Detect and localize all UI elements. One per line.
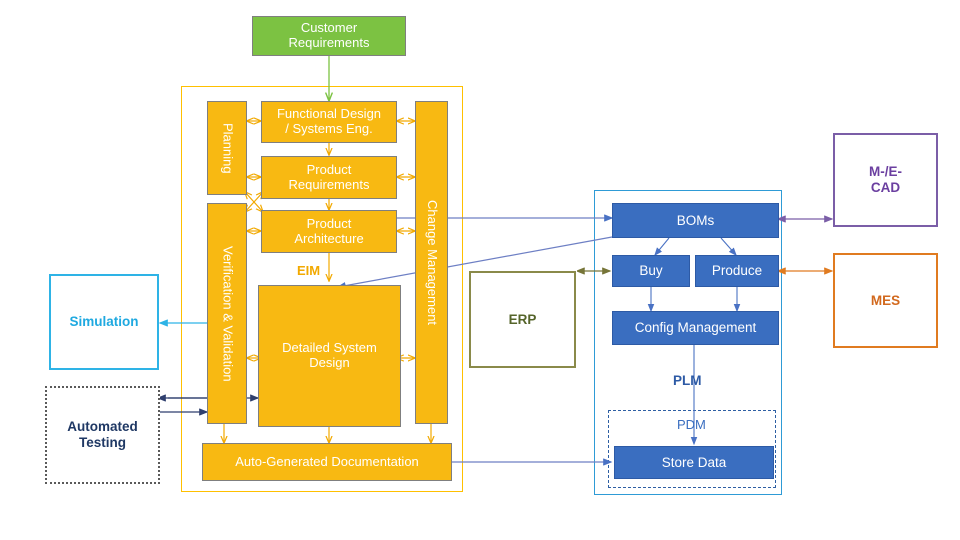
auto-generated-documentation-label: Auto-Generated Documentation (235, 453, 419, 469)
pdm-group-label: PDM (677, 417, 706, 432)
plm-group-label: PLM (673, 373, 702, 388)
node-verification-validation[interactable]: Verification & Validation (207, 203, 247, 424)
eim-container-frame (181, 86, 463, 492)
eim-label-text: EIM (297, 263, 321, 278)
change-management-label: Change Management (424, 199, 440, 326)
node-mcad-ecad[interactable]: M-/E- CAD (833, 133, 938, 227)
node-product-architecture[interactable]: Product Architecture (261, 210, 397, 253)
detailed-system-design-label-line1: Detailed System (282, 340, 377, 356)
node-config-management[interactable]: Config Management (612, 311, 779, 345)
product-requirements-label-line1: Product (306, 161, 352, 177)
functional-design-label-line1: Functional Design (276, 106, 382, 122)
node-functional-design[interactable]: Functional Design / Systems Eng. (261, 101, 397, 143)
node-planning[interactable]: Planning (207, 101, 247, 195)
node-boms[interactable]: BOMs (612, 203, 779, 238)
node-mes[interactable]: MES (833, 253, 938, 348)
node-customer-requirements[interactable]: Customer Requirements (252, 16, 406, 56)
boms-label: BOMs (676, 212, 715, 228)
node-erp[interactable]: ERP (469, 271, 576, 368)
product-requirements-label-line2: Requirements (288, 176, 370, 192)
automated-testing-label-line2: Testing (79, 435, 126, 450)
verification-validation-label: Verification & Validation (220, 245, 236, 382)
erp-label: ERP (508, 311, 537, 327)
functional-design-label-line2: / Systems Eng. (285, 121, 373, 136)
node-auto-generated-documentation[interactable]: Auto-Generated Documentation (202, 443, 452, 481)
customer-requirements-label-line1: Customer (300, 20, 358, 36)
store-data-label: Store Data (661, 454, 727, 470)
product-architecture-label-line2: Architecture (294, 230, 364, 246)
pdm-label-text: PDM (677, 417, 706, 432)
node-produce[interactable]: Produce (695, 255, 779, 287)
pdm-container-frame (608, 410, 776, 488)
node-simulation[interactable]: Simulation (49, 274, 159, 370)
node-store-data[interactable]: Store Data (614, 446, 774, 479)
detailed-system-design-label-line2: Design (309, 355, 350, 370)
produce-label: Produce (711, 263, 763, 279)
node-change-management[interactable]: Change Management (415, 101, 448, 424)
buy-label: Buy (639, 263, 663, 279)
plm-label-text: PLM (673, 373, 702, 388)
plm-container-frame (594, 190, 782, 495)
eim-group-label: EIM (297, 263, 320, 278)
mes-label: MES (870, 292, 901, 308)
node-buy[interactable]: Buy (612, 255, 690, 287)
node-product-requirements[interactable]: Product Requirements (261, 156, 397, 199)
customer-requirements-label-line2: Requirements (288, 35, 370, 50)
node-automated-testing[interactable]: Automated Testing (45, 386, 160, 484)
node-detailed-system-design[interactable]: Detailed System Design (258, 285, 401, 427)
simulation-label: Simulation (69, 314, 139, 330)
product-architecture-label-line1: Product (306, 215, 352, 231)
config-management-label: Config Management (634, 320, 757, 336)
planning-label: Planning (220, 122, 236, 174)
automated-testing-label-line1: Automated (67, 419, 138, 435)
mcad-ecad-label-line1: M-/E- (869, 164, 902, 180)
mcad-ecad-label-line2: CAD (870, 180, 901, 195)
